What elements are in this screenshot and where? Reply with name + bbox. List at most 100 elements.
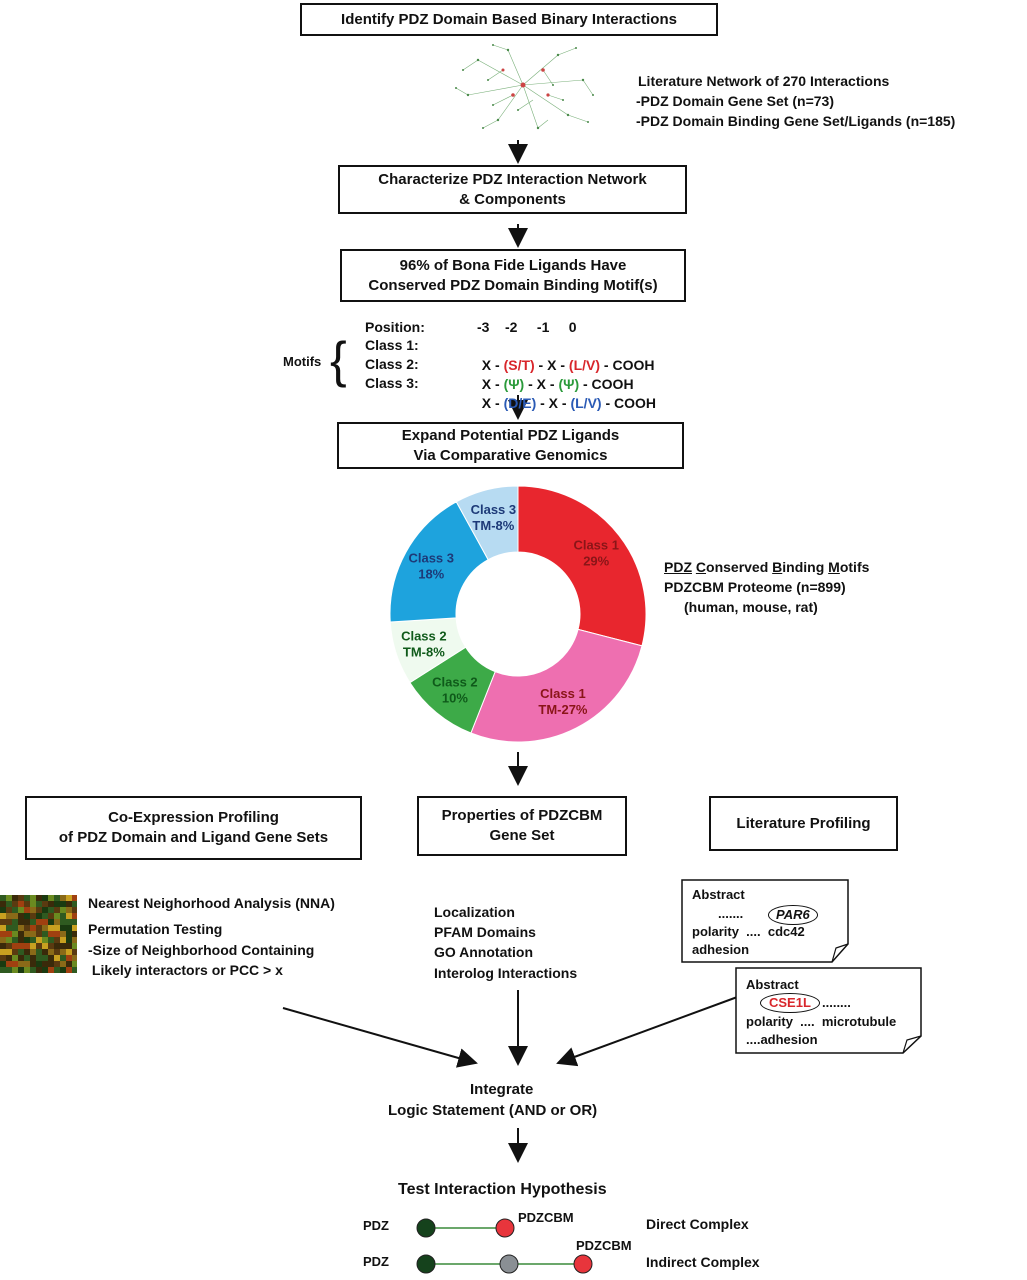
donut-label-4-2: TM-8% [403,645,445,660]
properties-box: Properties of PDZCBM Gene Set [417,796,627,856]
pdzcbm-donut-chart: Class 129%Class 1TM-27%Class 210%Class 2… [389,485,647,743]
class3-pos2: (D/E) [503,395,537,411]
donut-slice-1 [517,485,647,647]
integrate-logic: Logic Statement (AND or OR) [388,1102,598,1119]
network-text-2: -PDZ Domain Gene Set (n=73) [636,93,834,109]
pie-caption-onserved: onserved [706,559,773,575]
class3-x: X - [481,395,500,411]
test-title: Test Interaction Hypothesis [398,1181,607,1198]
class2-pos0: (Ψ) [558,376,580,392]
expand-box: Expand Potential PDZ Ligands Via Compara… [337,422,684,469]
donut-label-6-2: TM-8% [472,518,514,533]
pie-caption-3: (human, mouse, rat) [684,599,818,615]
network-text-3: -PDZ Domain Binding Gene Set/Ligands (n=… [636,113,956,129]
abstract2-line2: polarity .... microtubule [746,1014,897,1029]
abstract2-line3: ....adhesion [746,1032,818,1047]
nna-text-1: Nearest Neighorhood Analysis (NNA) [88,895,335,911]
class1-x: X - [481,357,500,373]
pie-caption-pdz: PDZ [664,559,692,575]
props-list-2: PFAM Domains [434,924,536,940]
class2-motif: X - (Ψ) - X - (Ψ) - COOH [474,354,634,394]
position-label: Position: [365,319,425,335]
abstract1-gene: PAR6 [768,905,818,925]
class3-pos0: (L/V) [570,395,602,411]
nna-text-2: Permutation Testing [88,921,223,937]
class2-mid: - X - [524,376,559,392]
donut-label-4-1: Class 2 [401,629,447,644]
donut-label-3-2: 10% [442,690,468,705]
class2-pos2: (Ψ) [503,376,525,392]
coexpression-label-1: Co-Expression Profiling [108,809,279,826]
abstract1-line3: adhesion [692,942,750,957]
pie-caption-1: PDZ Conserved Binding Motifs [664,557,869,577]
literature-network-image [455,44,594,130]
abstract1-title: Abstract [692,887,745,902]
donut-slice-2 [470,628,643,743]
abstract1-line2: polarity .... cdc42 [692,924,805,939]
pie-caption-m: M [828,559,840,575]
characterize-label-2: & Components [459,190,566,208]
props-list-3: GO Annotation [434,944,534,960]
direct-pdz-label: PDZ [363,1218,389,1233]
motifs-label: Motifs [283,354,322,369]
class3-motif: X - (D/E) - X - (L/V) - COOH [474,373,656,413]
class2-x: X - [481,376,500,392]
pie-caption-b: B [772,559,783,575]
literature-profiling-box: Literature Profiling [709,796,898,851]
coexpression-heatmap-image [0,895,77,973]
identify-label: Identify PDZ Domain Based Binary Interac… [341,10,677,28]
literature-profiling-label: Literature Profiling [736,814,871,832]
abstract-note-1: Abstract ....... PAR6 polarity .... cdc4… [684,882,844,960]
coexpression-label-2: of PDZ Domain and Ligand Gene Sets [58,829,329,846]
ligands-label-2: Conserved PDZ Domain Binding Motif(s) [368,276,658,294]
identify-box: Identify PDZ Domain Based Binary Interac… [300,3,718,36]
class1-pos2: (S/T) [503,357,535,373]
props-list-4: Interolog Interactions [434,965,578,981]
pie-caption-2: PDZCBM Proteome (n=899) [664,579,846,595]
class1-mid: - X - [534,357,569,373]
pie-caption-c: C [695,559,707,575]
ligands-box: 96% of Bona Fide Ligands Have Conserved … [340,249,686,302]
motifs-brace: { [330,332,347,388]
nna-text-3: -Size of Neighborhood Containing [88,942,315,958]
donut-slice-6 [455,485,519,561]
expand-label-1: Expand Potential PDZ Ligands [401,426,620,444]
indirect-pdzcbm-label: PDZCBM [576,1238,632,1253]
class1-pos0: (L/V) [568,357,601,373]
abstract2-dots: ........ [822,995,851,1010]
props-list-1: Localization [434,904,515,920]
abstract1-dots: ....... [718,906,744,921]
donut-label-2-1: Class 1 [540,686,586,701]
indirect-pdz-label: PDZ [363,1254,389,1269]
class3-cooh: - COOH [601,395,657,411]
class2-label: Class 2: [365,356,419,372]
integrate-title: Integrate [470,1081,534,1098]
indirect-complex-label: Indirect Complex [646,1254,760,1270]
ligands-label-1: 96% of Bona Fide Ligands Have [399,256,627,274]
characterize-label-1: Characterize PDZ Interaction Network [378,170,647,188]
pie-caption-inding: inding [782,559,829,575]
coexpression-box: Co-Expression Profiling of PDZ Domain an… [25,796,362,860]
donut-label-5-1: Class 3 [408,550,454,565]
class2-cooh: - COOH [579,376,634,392]
class3-label: Class 3: [365,375,419,391]
network-text-1: Literature Network of 270 Interactions [638,73,890,89]
donut-label-2-2: TM-27% [538,702,588,717]
expand-label-2: Via Comparative Genomics [413,446,608,464]
properties-label-1: Properties of PDZCBM [441,807,603,824]
direct-pdzcbm-label: PDZCBM [518,1210,574,1225]
abstract2-gene: CSE1L [760,993,820,1013]
donut-label-6-1: Class 3 [471,502,517,517]
class1-label: Class 1: [365,337,419,353]
abstract-note-2: Abstract CSE1L ........ polarity .... mi… [738,970,918,1050]
donut-label-1-2: 29% [583,553,609,568]
donut-label-5-2: 18% [418,566,444,581]
class3-mid: - X - [536,395,571,411]
position-numbers: -3 -2 -1 0 [477,319,577,335]
characterize-box: Characterize PDZ Interaction Network & C… [338,165,687,214]
pie-caption-otifs: otifs [839,559,870,575]
donut-label-3-1: Class 2 [432,674,478,689]
